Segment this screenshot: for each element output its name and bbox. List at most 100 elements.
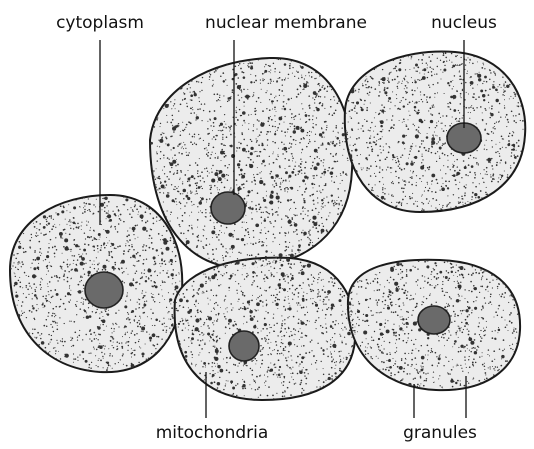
granule-dot (166, 326, 167, 327)
granule-dot (159, 146, 160, 147)
granule-dot (78, 226, 79, 227)
granule-dot (367, 147, 369, 149)
granule-dot (226, 357, 228, 359)
granule-dot (8, 259, 10, 261)
granule-dot (186, 238, 187, 239)
granule-dot (332, 141, 334, 143)
granule-dot (145, 280, 147, 282)
granule-dot (98, 233, 101, 236)
granule-dot (373, 63, 374, 64)
granule-dot (410, 145, 412, 147)
granule-dot (197, 269, 198, 270)
granule-dot (334, 144, 336, 146)
granule-dot (307, 178, 308, 179)
granule-dot (516, 150, 517, 151)
granule-dot (399, 102, 400, 103)
granule-dot (110, 340, 112, 342)
granule-dot (93, 250, 95, 252)
granule-dot (63, 279, 64, 280)
granule-dot (52, 308, 54, 310)
granule-dot (300, 129, 304, 133)
granule-dot (11, 196, 12, 197)
granule-dot (117, 246, 119, 248)
granule-dot (256, 211, 257, 212)
granule-dot (213, 222, 214, 223)
granule-dot (64, 238, 68, 242)
granule-dot (83, 299, 84, 300)
granule-dot (482, 119, 484, 121)
granule-dot (433, 136, 434, 137)
granule-dot (247, 231, 249, 233)
granule-dot (316, 58, 317, 59)
granule-dot (58, 194, 59, 195)
granule-dot (97, 245, 99, 247)
granule-dot (406, 52, 407, 53)
granule-dot (109, 219, 112, 222)
granule-dot (378, 139, 379, 140)
granule-dot (162, 280, 163, 281)
granule-dot (390, 127, 392, 129)
granule-dot (173, 242, 175, 244)
granule-dot (495, 152, 497, 154)
granule-dot (183, 130, 185, 132)
granule-dot (235, 83, 237, 85)
granule-dot (119, 218, 121, 220)
granule-dot (67, 281, 69, 283)
granule-dot (492, 168, 493, 169)
granule-dot (157, 189, 158, 190)
granule-dot (50, 363, 52, 365)
granule-dot (377, 155, 379, 157)
granule-dot (246, 180, 248, 182)
granule-dot (298, 240, 299, 241)
granule-dot (302, 208, 303, 209)
granule-dot (235, 74, 236, 75)
granule-dot (501, 177, 502, 178)
granule-dot (210, 185, 211, 186)
granule-dot (138, 362, 139, 363)
granule-dot (223, 257, 224, 258)
granule-dot (331, 367, 333, 369)
granule-dot (473, 109, 475, 111)
granule-dot (199, 108, 201, 110)
granule-dot (243, 187, 244, 188)
granule-dot (217, 260, 218, 261)
granule-dot (338, 230, 339, 231)
granule-dot (174, 363, 175, 364)
granule-dot (421, 59, 423, 61)
granule-dot (464, 166, 467, 169)
granule-dot (94, 231, 95, 232)
granule-dot (166, 138, 168, 140)
granule-dot (192, 66, 193, 67)
granule-dot (84, 373, 86, 375)
granule-dot (338, 133, 339, 134)
granule-dot (100, 324, 101, 325)
granule-dot (180, 170, 182, 172)
granule-dot (66, 224, 67, 225)
granule-dot (451, 123, 452, 124)
granule-dot (248, 123, 249, 124)
granule-dot (206, 238, 207, 239)
granule-dot (493, 127, 494, 128)
granule-dot (157, 343, 159, 345)
granule-dot (37, 235, 38, 236)
granule-dot (431, 75, 433, 77)
granule-dot (413, 124, 414, 125)
granule-dot (435, 127, 436, 128)
granule-dot (407, 81, 408, 82)
granule-dot (381, 104, 382, 105)
granule-dot (25, 285, 27, 287)
granule-dot (26, 217, 27, 218)
granule-dot (407, 50, 409, 52)
granule-dot (337, 213, 339, 215)
granule-dot (408, 111, 409, 112)
granule-dot (483, 99, 485, 101)
granule-dot (176, 324, 177, 325)
granule-dot (300, 92, 301, 93)
granule-dot (272, 241, 273, 242)
granule-dot (78, 284, 80, 286)
granule-dot (488, 51, 489, 52)
granule-dot (475, 186, 477, 188)
granule-dot (128, 245, 129, 246)
granule-dot (285, 187, 286, 188)
granule-dot (416, 71, 418, 73)
